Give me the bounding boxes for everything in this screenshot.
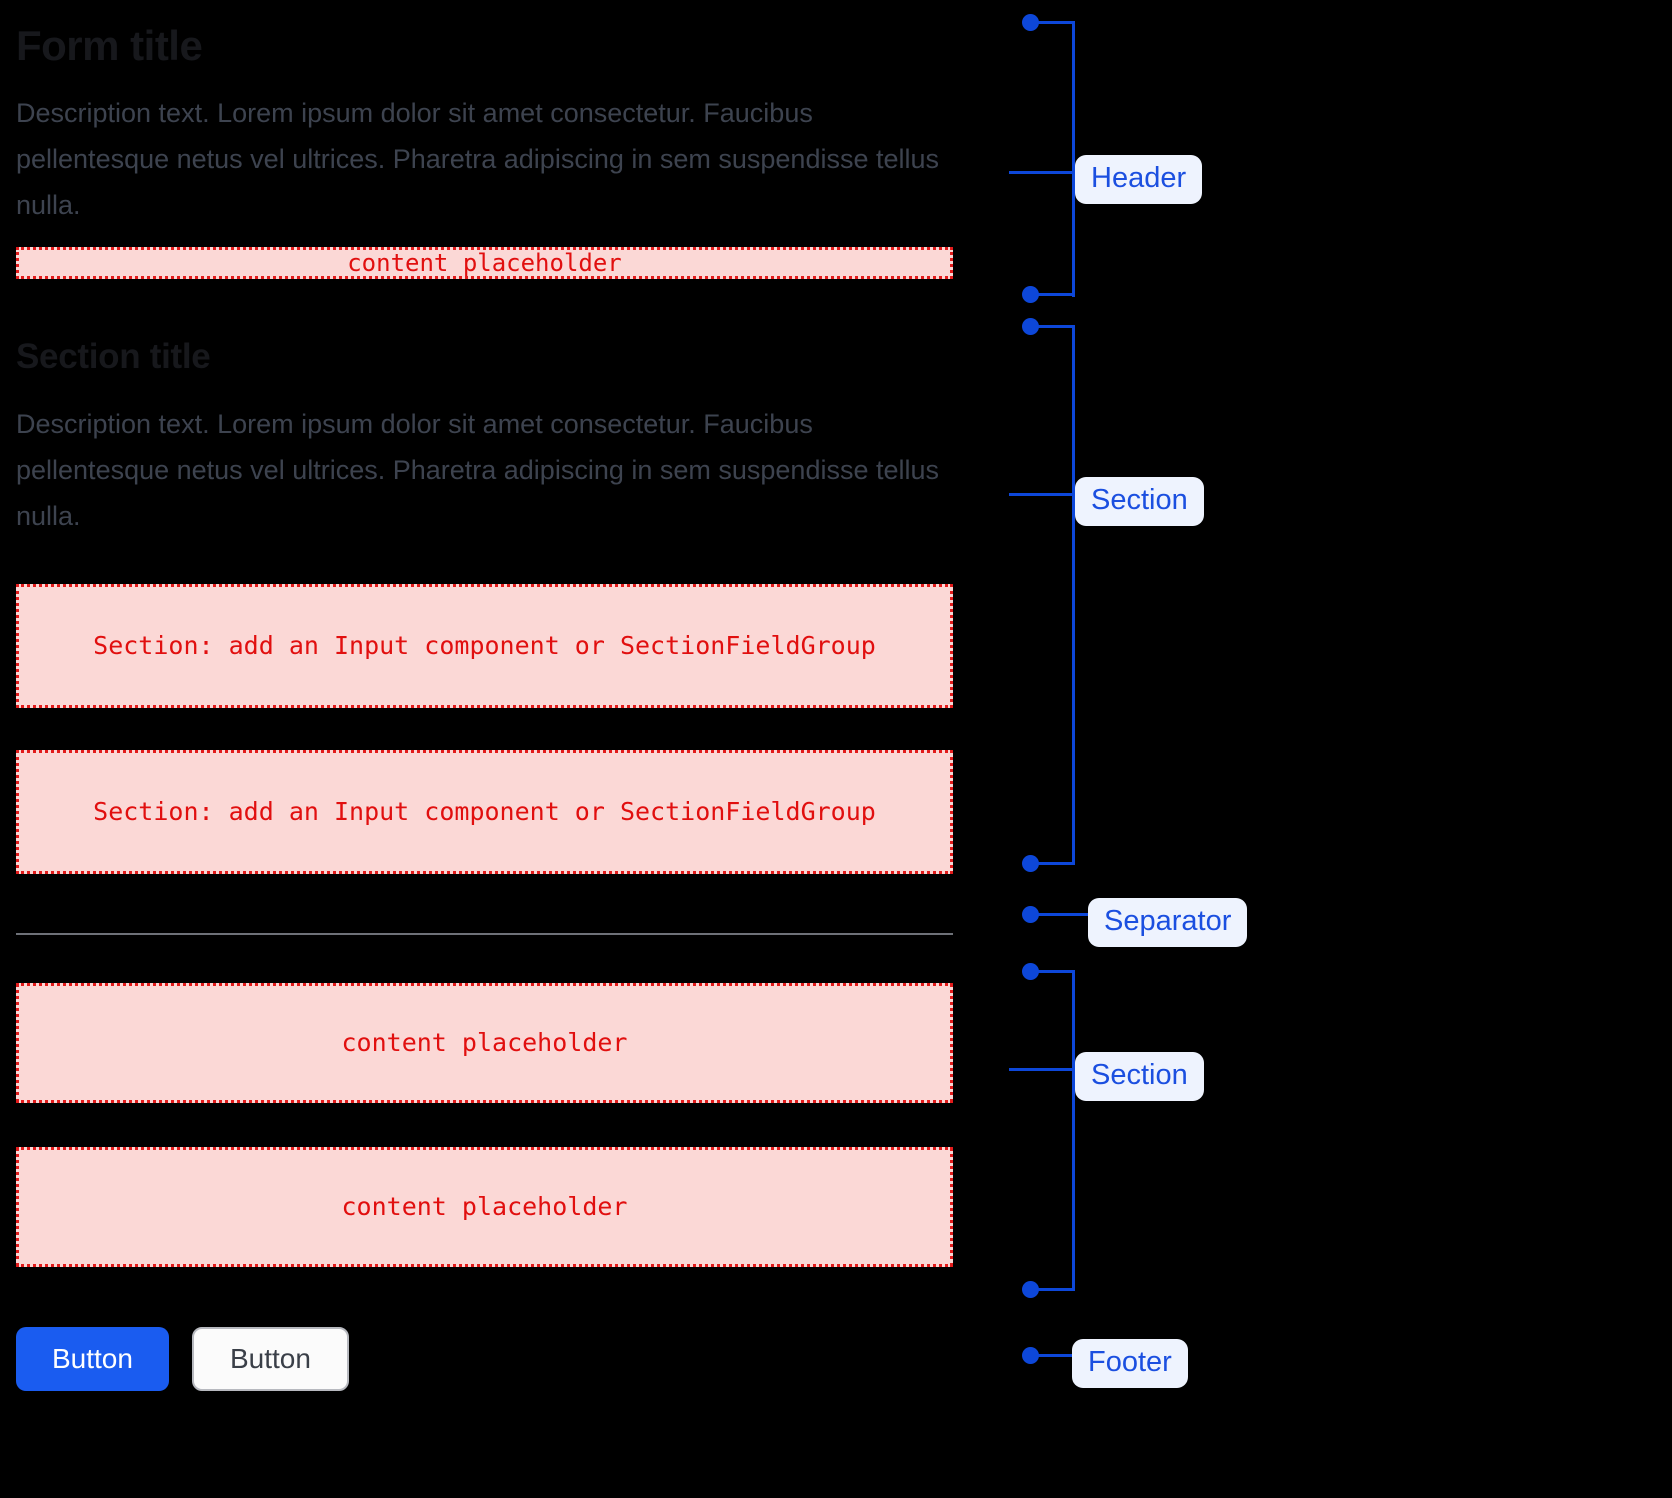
header-content-placeholder[interactable]: content placeholder [16, 246, 953, 279]
annotation-line-section-two-bottom [1038, 1288, 1075, 1291]
section-one-field-placeholder-2[interactable]: Section: add an Input component or Secti… [16, 749, 953, 874]
section-one-title: Section title [16, 336, 211, 376]
annotation-leader-separator [1038, 913, 1088, 916]
annotation-line-section-two-top [1038, 970, 1075, 973]
annotation-dot-section-one-start [1022, 318, 1039, 335]
annotation-label-section-one[interactable]: Section [1075, 477, 1204, 527]
annotation-leader-header [1009, 171, 1077, 174]
section-two-content-placeholder-2[interactable]: content placeholder [16, 1146, 953, 1267]
section-one-field-placeholder-1[interactable]: Section: add an Input component or Secti… [16, 583, 953, 708]
form-anatomy-column: Form title Description text. Lorem ipsum… [16, 0, 953, 1391]
annotation-line-header-top [1038, 21, 1075, 24]
annotation-dot-section-two-end [1022, 1281, 1039, 1298]
secondary-button[interactable]: Button [191, 1326, 349, 1391]
annotation-dot-section-two-start [1022, 963, 1039, 980]
form-section-two-block: content placeholder content placeholder [16, 982, 953, 1267]
annotation-leader-footer [1038, 1354, 1072, 1357]
annotation-label-section-two[interactable]: Section [1075, 1052, 1204, 1102]
form-title: Form title [16, 22, 203, 69]
section-two-content-placeholder-1[interactable]: content placeholder [16, 982, 953, 1103]
annotation-leader-section-one [1009, 493, 1077, 496]
form-header-block: Form title Description text. Lorem ipsum… [16, 0, 953, 279]
form-footer-block: Button Button [16, 1326, 953, 1391]
annotation-dot-header-end [1022, 286, 1039, 303]
form-header-description: Description text. Lorem ipsum dolor sit … [16, 98, 940, 220]
annotation-bracket-section-two [1072, 970, 1075, 1291]
annotation-dot-separator [1022, 906, 1039, 923]
annotation-bracket-header [1072, 21, 1075, 297]
section-one-description: Description text. Lorem ipsum dolor sit … [16, 408, 940, 531]
annotation-label-footer[interactable]: Footer [1072, 1339, 1188, 1389]
annotation-line-section-one-bottom [1038, 862, 1075, 865]
annotation-bracket-section-one [1072, 325, 1075, 865]
annotation-line-header-bottom [1038, 293, 1075, 296]
annotation-label-separator[interactable]: Separator [1088, 898, 1248, 948]
annotation-line-section-one-top [1038, 325, 1075, 328]
primary-button[interactable]: Button [16, 1326, 169, 1391]
annotation-dot-section-one-end [1022, 855, 1039, 872]
form-separator [16, 932, 953, 935]
form-section-one-block: Section title Description text. Lorem ip… [16, 337, 953, 874]
annotation-leader-section-two [1009, 1068, 1077, 1071]
annotation-dot-footer [1022, 1347, 1039, 1364]
annotation-label-header[interactable]: Header [1075, 155, 1203, 205]
annotation-dot-header-start [1022, 14, 1039, 31]
